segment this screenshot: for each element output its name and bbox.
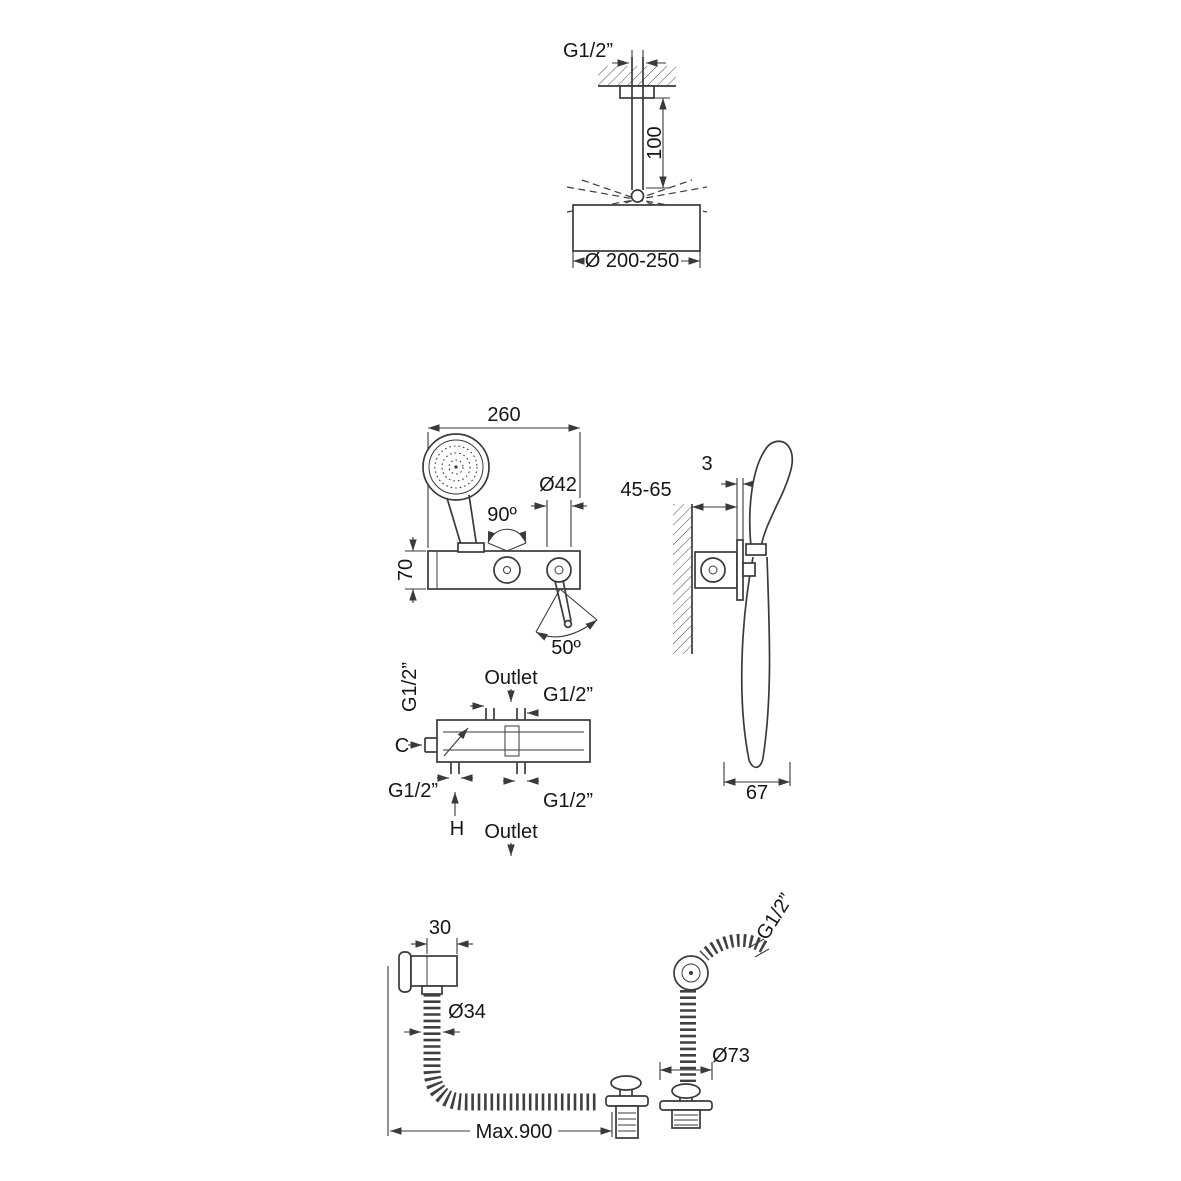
swivel-angle-indicator: 90º	[487, 504, 527, 552]
escutcheon-diameter-label: Ø42	[539, 474, 577, 496]
overflow-fitting	[398, 951, 458, 995]
max-length-label: Max.900	[476, 1121, 553, 1143]
projection-label: 67	[746, 782, 768, 804]
valve-outlet-top-label: Outlet	[484, 667, 538, 689]
swivel-angle-label: 90º	[487, 504, 517, 526]
valve-outlet-bottom-label: Outlet	[484, 821, 538, 843]
valve-cold-label: C	[395, 735, 409, 757]
bath-waste-figure: 30 Ø34	[387, 917, 649, 1143]
hand-shower-side	[745, 440, 794, 556]
head-diameter-dimension: Ø 200-250	[572, 250, 701, 272]
ceiling-thread-label: G1/2”	[563, 40, 613, 62]
ceiling-flange	[619, 85, 655, 99]
head-diameter-label: Ø 200-250	[585, 250, 680, 272]
body-height-dimension: 70	[395, 537, 426, 603]
max-length-dimension: Max.900	[390, 1112, 613, 1143]
mixer-side-figure: 3 45-65 67	[620, 440, 794, 804]
valve-hot-label: H	[450, 818, 464, 840]
arm-length-dimension: 100	[644, 97, 670, 189]
hand-shower-holder	[457, 542, 485, 553]
hand-shower-head	[422, 433, 490, 501]
overflow-head	[673, 955, 709, 991]
valve-schematic-figure: G1/2” Outlet G1/2” C G1/2”	[388, 662, 593, 856]
valve-body	[436, 719, 591, 763]
depth-range-dimension: 45-65	[620, 479, 737, 511]
bottom-port-arrows	[437, 774, 539, 785]
waste-diameter-dimension: Ø73	[659, 1045, 750, 1080]
handle-stub	[742, 562, 756, 577]
arm-length-label: 100	[644, 126, 666, 159]
plate-thickness-label: 3	[701, 453, 712, 475]
filler-drain-fitting	[659, 1083, 713, 1129]
valve-thread-bottom-left-label: G1/2”	[388, 780, 438, 802]
ceiling-hatch	[598, 66, 676, 86]
drain-fitting	[605, 1075, 649, 1139]
projection-dimension: 67	[723, 762, 791, 804]
cartridge	[493, 556, 521, 584]
overflow-width-label: 30	[429, 917, 451, 939]
valve-knob	[700, 557, 726, 583]
hose-diameter-label: Ø34	[448, 1001, 486, 1023]
flow-arrow	[443, 727, 469, 757]
valve-thread-top-left-label: G1/2”	[399, 662, 421, 712]
width-label: 260	[487, 404, 520, 426]
overflow-width-dimension: 30	[411, 917, 473, 954]
lever-escutcheon	[546, 557, 572, 583]
hose-diameter-dimension: Ø34	[404, 1001, 486, 1036]
plate-thickness-dimension: 3	[701, 453, 759, 540]
trim-plate	[736, 539, 744, 601]
waste-diameter-label: Ø73	[712, 1045, 750, 1067]
ball-joint	[630, 189, 645, 203]
filler-thread-label: G1/2”	[752, 890, 797, 944]
escutcheon-diameter-dimension: Ø42	[531, 474, 587, 547]
valve-ports	[424, 708, 526, 774]
bath-filler-figure: G1/2” Ø73	[659, 890, 797, 1129]
top-port-arrows	[470, 702, 539, 717]
mixer-front-figure: 260 Ø42 90º	[395, 404, 598, 659]
flexible-hose	[423, 994, 598, 1111]
valve-thread-bottom-right-label: G1/2”	[543, 790, 593, 812]
shower-head-body	[572, 204, 701, 252]
shower-hose-loop	[740, 556, 771, 769]
lever-angle-label: 50º	[551, 637, 581, 659]
depth-range-label: 45-65	[620, 479, 671, 501]
hand-shower-handle	[446, 494, 478, 549]
body-height-label: 70	[395, 559, 417, 581]
valve-thread-top-right-label: G1/2”	[543, 684, 593, 706]
wall-hatch	[673, 504, 692, 654]
ceiling-shower-figure: G1/2” 100 Ø 2	[563, 40, 708, 272]
lever-angle-indicator: 50º	[535, 588, 598, 659]
filler-top-hose	[699, 933, 768, 961]
